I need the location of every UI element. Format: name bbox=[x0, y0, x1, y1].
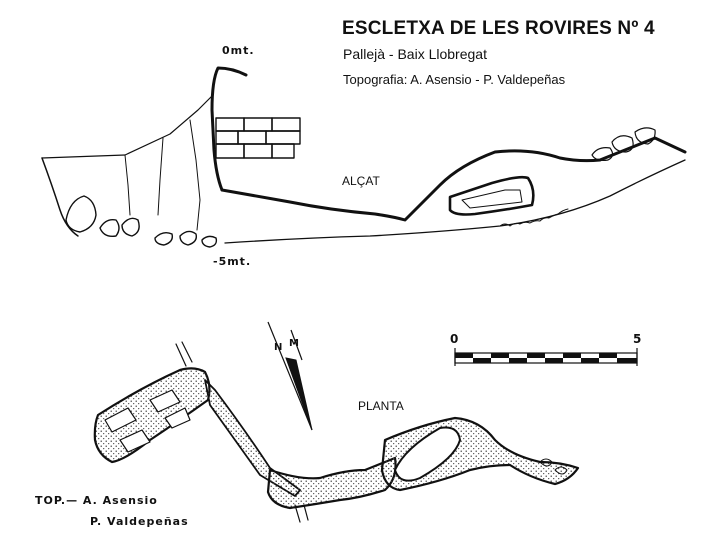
elevation-section-label: ALÇAT bbox=[342, 174, 380, 188]
scale-bar bbox=[454, 348, 638, 366]
map-title: ESCLETXA DE LES ROVIRES Nº 4 bbox=[342, 18, 655, 39]
map-location: Pallejà - Baix Llobregat bbox=[343, 46, 487, 62]
surveyor-line-2: P. Valdepeñas bbox=[90, 515, 189, 528]
plan-section-label: PLANTA bbox=[358, 399, 404, 413]
elevation-profile bbox=[41, 66, 687, 248]
survey-credit: Topografia: A. Asensio - P. Valdepeñas bbox=[343, 72, 566, 87]
depth-label-bottom: -5mt. bbox=[213, 255, 252, 268]
plan-passage bbox=[93, 341, 580, 523]
north-arrow bbox=[267, 321, 313, 431]
scale-start-label: 0 bbox=[450, 332, 460, 346]
scale-end-label: 5 bbox=[633, 332, 643, 346]
surveyor-line-1: TOP.— A. Asensio bbox=[35, 494, 158, 507]
depth-label-top: 0mt. bbox=[222, 44, 255, 57]
magnetic-north-label: M bbox=[289, 338, 300, 349]
